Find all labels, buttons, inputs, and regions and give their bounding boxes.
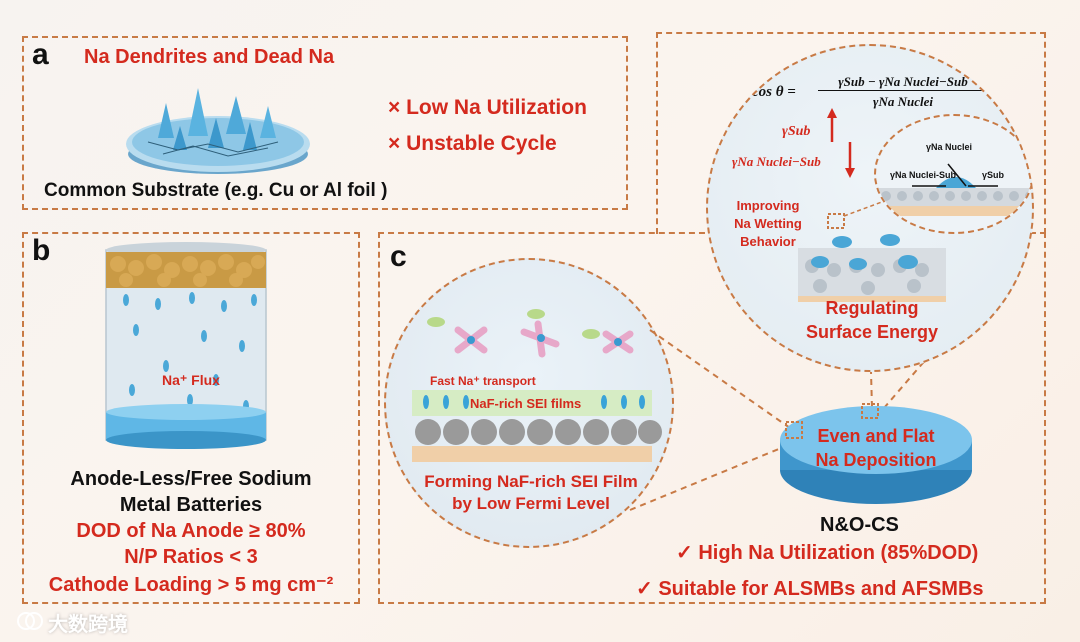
improving-2: Na Wetting xyxy=(708,216,828,231)
inset-gamma-sub: γSub xyxy=(982,170,1004,180)
benefit-suitable: ✓ Suitable for ALSMBs and AFSMBs xyxy=(636,576,984,601)
disk-label-2: Na Deposition xyxy=(776,450,976,471)
inset-gamma-nuclei: γNa Nuclei xyxy=(926,142,972,152)
watermark: 大数跨境 xyxy=(48,608,128,637)
watermark-logo-icon xyxy=(16,608,44,634)
improving-1: Improving xyxy=(708,198,828,213)
material-label: N&O-CS xyxy=(820,514,899,537)
wetting-caption-1: Regulating xyxy=(708,298,1034,319)
improving-3: Behavior xyxy=(708,234,828,249)
benefit-utilization: ✓ High Na Utilization (85%DOD) xyxy=(676,540,978,565)
wetting-caption-2: Surface Energy xyxy=(708,322,1034,343)
disk-label-1: Even and Flat xyxy=(776,426,976,447)
wetting-circle: cos θ = γSub − γNa Nuclei−Sub γNa Nuclei… xyxy=(706,44,1034,372)
inset-gamma-nuclei-sub: γNa Nuclei-Sub xyxy=(890,170,956,180)
wetting-inset-circle: γNa Nuclei γNa Nuclei-Sub γSub xyxy=(874,114,1034,234)
